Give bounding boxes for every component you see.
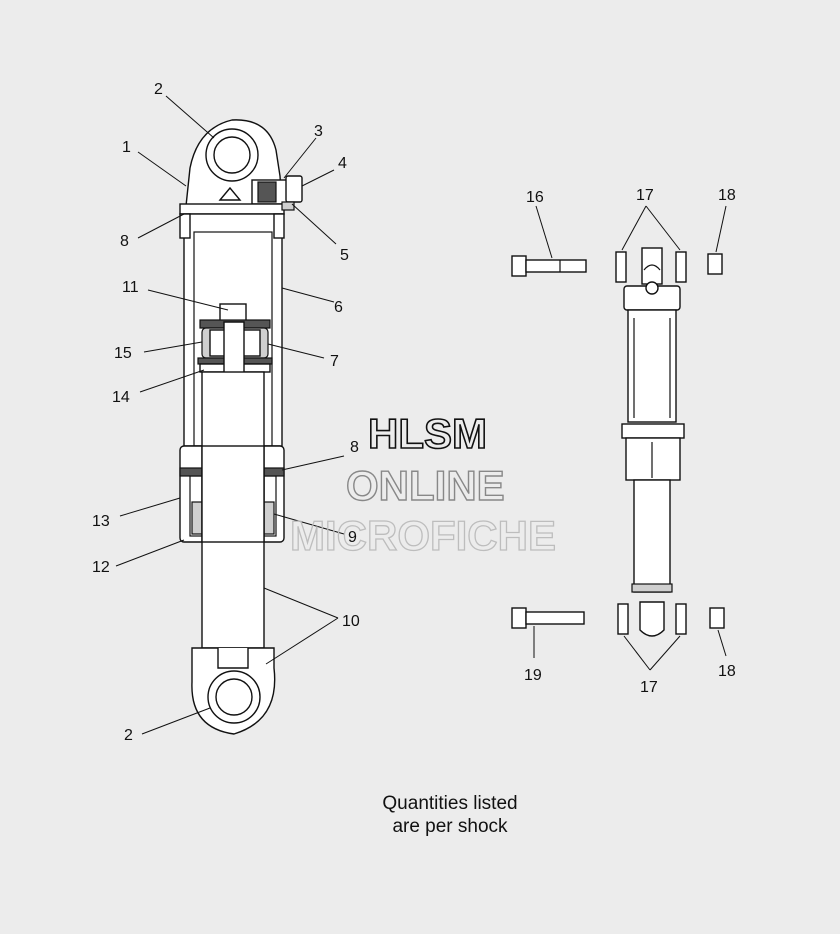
callout-13: 13 xyxy=(92,513,110,530)
bottom-spacer-left xyxy=(617,603,629,635)
note-line-2: are per shock xyxy=(392,816,508,837)
top-eye-tab xyxy=(641,247,663,285)
body-seal-right xyxy=(273,213,285,239)
collar-nut xyxy=(625,437,681,481)
cap-plate xyxy=(179,203,285,215)
body-seal-left xyxy=(179,213,191,239)
bottom-eye-tab xyxy=(639,601,665,637)
watermark-line-3: MICROFICHE xyxy=(290,512,556,559)
watermark: HLSM ONLINE MICROFICHE xyxy=(289,409,556,559)
callout-17-bottom: 17 xyxy=(640,679,658,696)
callout-11: 11 xyxy=(122,279,139,296)
nut-18-bottom xyxy=(709,607,725,629)
callout-10: 10 xyxy=(342,613,360,630)
callout-15: 15 xyxy=(114,345,132,362)
oring-top xyxy=(281,201,295,211)
callout-labels: 1 2 3 4 5 8 6 11 7 15 14 8 13 9 12 10 2 … xyxy=(92,81,736,744)
leader-lines-left xyxy=(115,95,345,735)
bolt-19-shank xyxy=(525,611,585,625)
watermark-line-1: HLSM xyxy=(368,410,487,457)
top-eye-bushing xyxy=(213,136,251,174)
callout-17-top: 17 xyxy=(636,187,654,204)
bolt-19-head xyxy=(511,607,527,629)
head-screw xyxy=(645,281,659,295)
adjuster-knurl xyxy=(257,181,277,203)
top-spacer-right xyxy=(675,251,687,283)
callout-8-mid: 8 xyxy=(350,439,359,456)
bottom-spacer-right xyxy=(675,603,687,635)
bottom-eye-bushing xyxy=(215,678,253,716)
callout-14: 14 xyxy=(112,389,130,406)
note-line-1: Quantities listed xyxy=(382,793,518,814)
callout-19: 19 xyxy=(524,667,542,684)
quantity-note: Quantities listed are per shock xyxy=(280,792,620,838)
piston-nut xyxy=(219,303,247,323)
callout-12: 12 xyxy=(92,559,110,576)
nut-18-top xyxy=(707,253,723,275)
bushing-left xyxy=(191,501,203,535)
callout-4: 4 xyxy=(338,155,347,172)
shaft-mid-top xyxy=(201,445,265,543)
watermark-line-2: ONLINE xyxy=(346,462,505,509)
shaft-bumper xyxy=(631,583,673,593)
shock-cross-section xyxy=(179,119,303,735)
bleed-screw xyxy=(218,186,242,201)
callout-3: 3 xyxy=(314,123,323,140)
callout-7: 7 xyxy=(330,353,339,370)
collar-ring xyxy=(621,423,685,439)
callout-18-bottom: 18 xyxy=(718,663,736,680)
top-eye-ellipse xyxy=(643,264,661,271)
callout-2-top: 2 xyxy=(154,81,163,98)
shock-exterior xyxy=(511,247,725,637)
adjuster-cap xyxy=(285,175,303,203)
bottom-thread-notch xyxy=(217,648,249,669)
callout-8-top: 8 xyxy=(120,233,129,250)
callout-18-top: 18 xyxy=(718,187,736,204)
callout-16: 16 xyxy=(526,189,544,206)
bolt-16-head xyxy=(511,255,527,277)
bushing-right xyxy=(263,501,275,535)
body-upper xyxy=(627,309,677,423)
callout-1: 1 xyxy=(122,139,131,156)
bolt-16-shank xyxy=(525,259,587,273)
leader-lines-right xyxy=(533,205,727,671)
callout-9: 9 xyxy=(348,529,357,546)
top-spacer-left xyxy=(615,251,627,283)
exterior-shaft xyxy=(633,479,671,593)
callout-2-bottom: 2 xyxy=(124,727,133,744)
callout-5: 5 xyxy=(340,247,349,264)
callout-6: 6 xyxy=(334,299,343,316)
